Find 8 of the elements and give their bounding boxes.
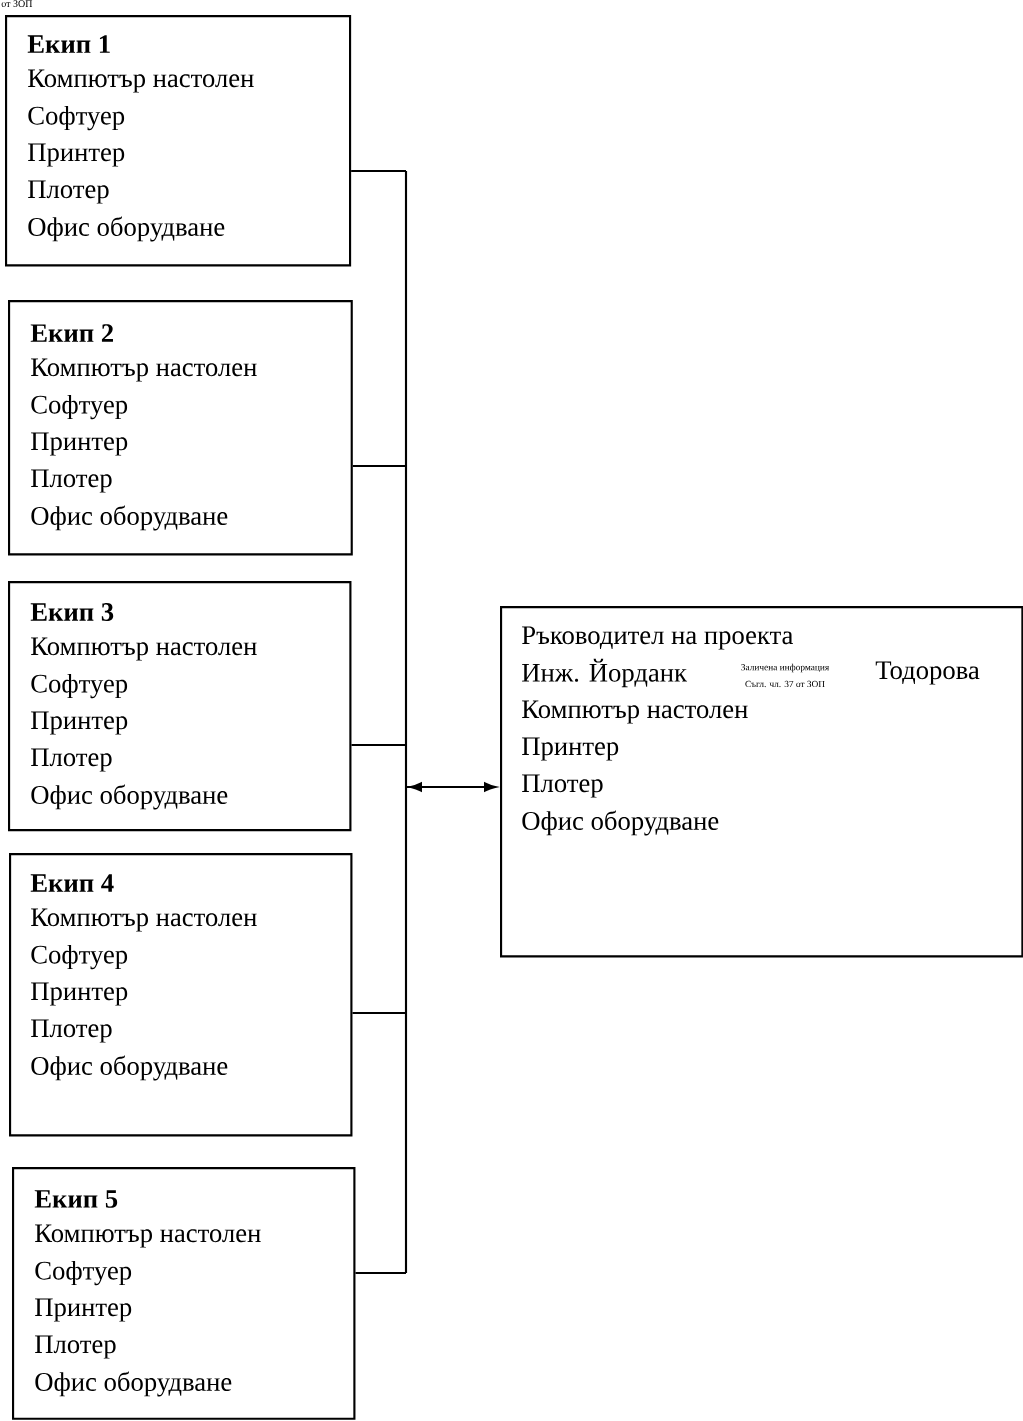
leader-box: Ръководител на проекта Инж. Йорданк Заличена информация Съгл. чл. 37 от ЗОП Тодорова Компютър настолен Принтер Плотер Офис оборудване xyxy=(500,606,1023,958)
team-box: Екип 5 Компютър настолен Софтуер Принтер Плотер Офис оборудване xyxy=(12,1167,356,1420)
team-box: Екип 4 Компютър настолен Софтуер Принтер Плотер Офис оборудване xyxy=(9,853,353,1137)
stamp-text: от ЗОП xyxy=(1,0,33,7)
team-box: Екип 2 Компютър настолен Софтуер Принтер Плотер Офис оборудване xyxy=(8,300,353,556)
team-box: Екип 3 Компютър настолен Софтуер Принтер Плотер Офис оборудване xyxy=(8,581,352,832)
connector-arrow xyxy=(350,169,497,1275)
team-box: Екип 1 Компютър настолен Софтуер Принтер Плотер Офис оборудване xyxy=(5,15,352,267)
